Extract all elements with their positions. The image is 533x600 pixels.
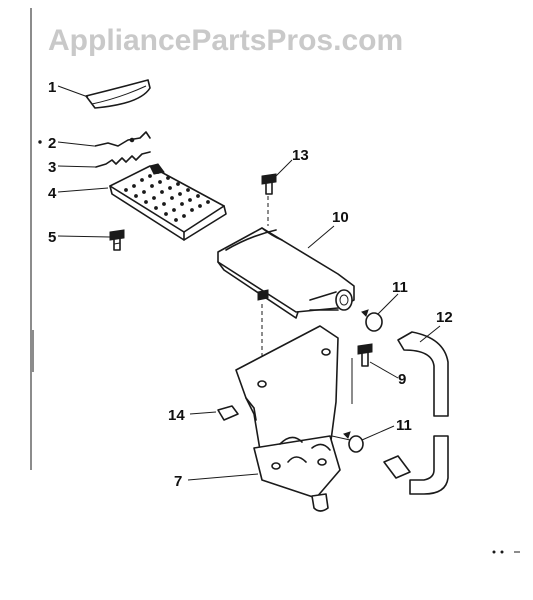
callout-9: 9 [398, 371, 406, 388]
part-13-screw [261, 173, 277, 195]
callout-2: 2 [48, 135, 56, 152]
part-11-hose-clamp-lower [331, 431, 364, 453]
part-5-screw [109, 229, 125, 251]
part-4-perforated-plate [109, 163, 227, 241]
leader-3 [57, 165, 97, 168]
part-1-handle [85, 79, 151, 109]
leader-5 [57, 235, 111, 238]
callout-11-upper: 11 [392, 279, 408, 296]
leader-12 [419, 325, 441, 343]
leader-11-lower [361, 425, 395, 441]
callout-14: 14 [168, 407, 185, 424]
part-14-clip [217, 405, 239, 421]
callout-1: 1 [48, 79, 56, 96]
leader-7 [187, 473, 259, 481]
leader-13 [273, 159, 293, 179]
callout-4: 4 [48, 185, 57, 202]
callout-3: 3 [48, 159, 56, 176]
leader-4 [57, 187, 109, 193]
part-10-dispenser-housing [217, 227, 355, 319]
leader-14 [189, 411, 217, 415]
part-9-screw [357, 343, 373, 367]
leader-1 [57, 85, 89, 98]
callout-12: 12 [436, 309, 453, 326]
stray-marks-bottom [492, 550, 520, 554]
leader-9 [369, 361, 399, 379]
part-7-mounting-bracket [235, 325, 341, 512]
callout-10: 10 [332, 209, 349, 226]
callout-7: 7 [174, 473, 182, 490]
part-11-hose-clamp-upper [361, 309, 383, 332]
callout-11-lower: 11 [396, 417, 412, 434]
callout-5: 5 [48, 229, 56, 246]
part-2-spring-clip [94, 131, 151, 147]
callout-13: 13 [292, 147, 309, 164]
watermark-text: AppliancePartsPros.com [48, 24, 403, 57]
part-3-spring [95, 151, 151, 168]
stray-mark [38, 140, 42, 144]
leader-10 [307, 225, 335, 249]
leader-11-upper [377, 293, 399, 315]
hose-connector [383, 455, 411, 479]
leader-2 [57, 141, 95, 147]
